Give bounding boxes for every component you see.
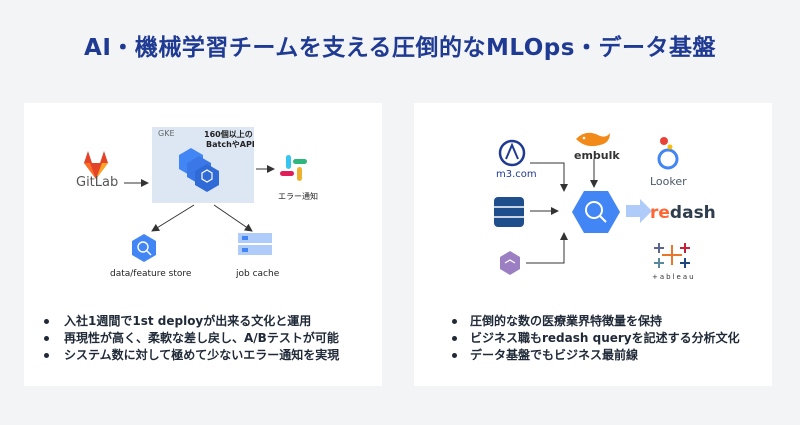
m3-label: m3.com xyxy=(496,169,537,180)
redash-re: re xyxy=(650,203,670,223)
list-item: 入社1週間で1st deployが出来る文化と運用 xyxy=(40,313,339,330)
arrow-partner-bq xyxy=(526,232,568,264)
looker-label: Looker xyxy=(650,175,687,188)
slack-icon xyxy=(280,155,307,181)
embulk-icon xyxy=(576,132,610,147)
redash-label: redash xyxy=(650,203,716,223)
gke-note-line1: 160個以上の xyxy=(204,130,253,139)
embulk-label: embulk xyxy=(574,149,620,162)
m3-logo-icon xyxy=(498,139,526,167)
arrow-m3-bq xyxy=(530,162,568,192)
data-platform-bullets: 圧倒的な数の医療業界特徴量を保持 ビジネス職もredash queryを記述する… xyxy=(430,313,740,364)
mlops-panel: GitLab GKE 160個以上の BatchやAPI エラー通知 data/… xyxy=(24,103,382,386)
output-arrow-icon xyxy=(626,199,652,223)
list-item: データ基盤でもビジネス最前線 xyxy=(430,347,740,364)
arrow-gke-cache xyxy=(213,204,253,232)
list-item: システム数に対して極めて少ないエラー通知を実現 xyxy=(40,347,339,364)
redash-dash: dash xyxy=(669,203,716,223)
tableau-label: +ableau xyxy=(652,273,696,281)
mlops-bullets: 入社1週間で1st deployが出来る文化と運用 再現性が高く、柔軟な差し戻し… xyxy=(40,313,339,364)
gitlab-icon xyxy=(84,151,108,179)
gke-note-line2: BatchやAPI xyxy=(206,140,255,149)
bigquery-icon xyxy=(132,234,156,262)
data-platform-diagram xyxy=(494,132,690,275)
gke-pods-icon xyxy=(179,148,219,192)
gke-label: GKE xyxy=(158,129,175,138)
tableau-icon xyxy=(654,243,690,268)
list-item: ビジネス職もredash queryを記述する分析文化 xyxy=(430,330,740,347)
slack-label: エラー通知 xyxy=(278,192,318,201)
store-label: data/feature store xyxy=(110,269,192,279)
job-cache-icon xyxy=(238,233,272,255)
cache-label: job cache xyxy=(236,269,280,279)
mlops-diagram xyxy=(84,148,307,262)
list-item: 圧倒的な数の医療業界特徴量を保持 xyxy=(430,313,740,330)
list-item: 再現性が高く、柔軟な差し戻し、A/Bテストが可能 xyxy=(40,330,339,347)
bigquery-icon xyxy=(572,191,620,233)
looker-icon xyxy=(657,137,679,170)
database-icon xyxy=(494,197,524,227)
gitlab-label: GitLab xyxy=(76,175,119,190)
arrow-gke-store xyxy=(151,204,195,232)
page-title: AI・機械学習チームを支える圧倒的なMLOps・データ基盤 xyxy=(84,35,716,61)
partner-icon xyxy=(500,251,520,275)
data-platform-panel: m3.com embulk Looker redash +ableau 圧倒的な… xyxy=(414,103,772,386)
